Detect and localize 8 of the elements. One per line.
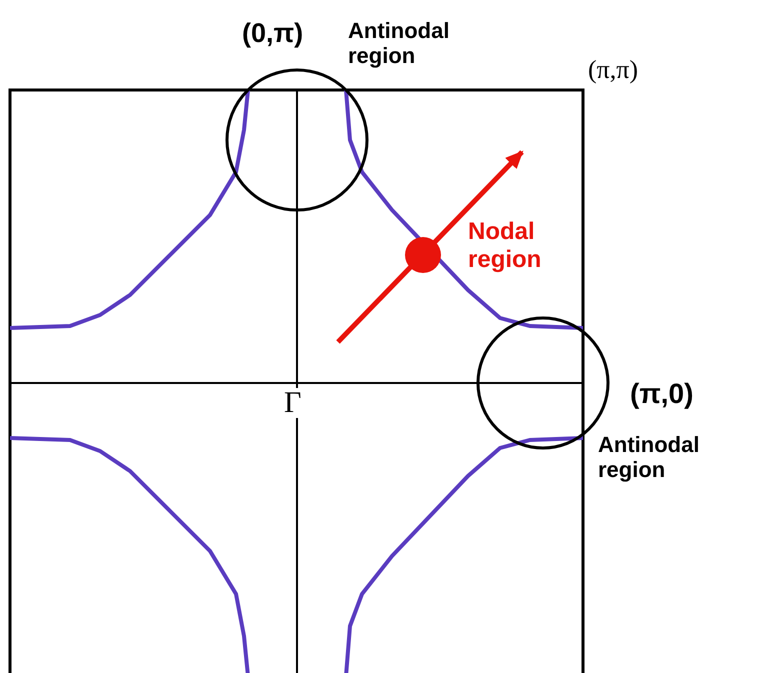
region-label: Nodal region (468, 218, 542, 274)
region-circle (225, 68, 369, 212)
region-label: Antinodal region (598, 432, 700, 483)
point-label: Γ (284, 388, 302, 418)
point-label: (0,π) (242, 18, 304, 50)
region-label: Antinodal region (348, 18, 450, 69)
point-label: (π,π) (588, 55, 638, 85)
point-label: (π,0) (630, 378, 694, 410)
